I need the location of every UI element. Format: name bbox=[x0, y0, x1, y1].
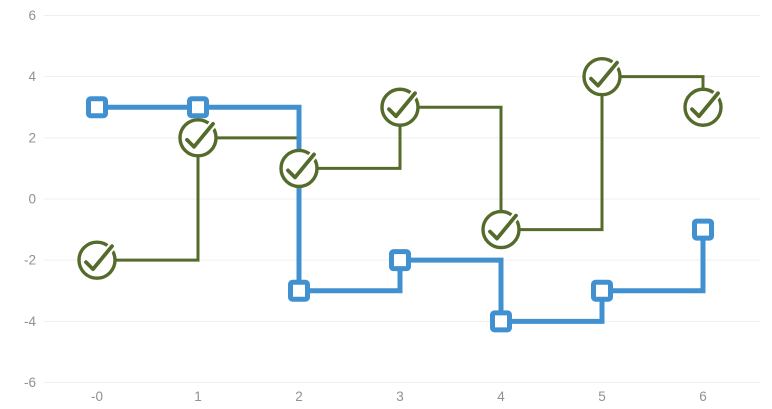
y-axis-tick-label: -4 bbox=[24, 314, 36, 329]
check-icon bbox=[84, 244, 114, 272]
y-axis-tick-label: -6 bbox=[24, 375, 36, 390]
x-axis-tick-label: -0 bbox=[91, 389, 103, 404]
x-axis-tick-label: 3 bbox=[396, 389, 404, 404]
y-axis-tick-label: 4 bbox=[28, 69, 36, 84]
check-icon bbox=[589, 60, 619, 88]
y-axis-tick-label: 2 bbox=[28, 130, 36, 145]
y-axis-tick-label: 6 bbox=[28, 8, 36, 23]
square-marker[interactable] bbox=[692, 218, 714, 241]
x-axis-tick-label: 2 bbox=[295, 389, 303, 404]
check-icon bbox=[690, 91, 720, 119]
blue-square-series-line bbox=[97, 104, 706, 324]
check-icon bbox=[488, 213, 518, 241]
y-axis-tick-label: -2 bbox=[24, 253, 36, 268]
x-axis-tick-label: 4 bbox=[497, 389, 505, 404]
x-axis-tick-label: 1 bbox=[194, 389, 202, 404]
square-marker[interactable] bbox=[389, 249, 411, 272]
x-axis-tick-label: 5 bbox=[598, 389, 606, 404]
check-icon bbox=[387, 91, 417, 119]
check-icon bbox=[286, 152, 316, 180]
square-marker[interactable] bbox=[591, 279, 613, 302]
check-icon bbox=[185, 121, 215, 149]
square-marker[interactable] bbox=[86, 96, 108, 119]
x-axis-tick-label: 6 bbox=[699, 389, 707, 404]
square-marker[interactable] bbox=[288, 279, 310, 302]
y-axis-tick-label: 0 bbox=[28, 192, 36, 207]
square-marker[interactable] bbox=[187, 96, 209, 119]
square-marker[interactable] bbox=[490, 310, 512, 333]
